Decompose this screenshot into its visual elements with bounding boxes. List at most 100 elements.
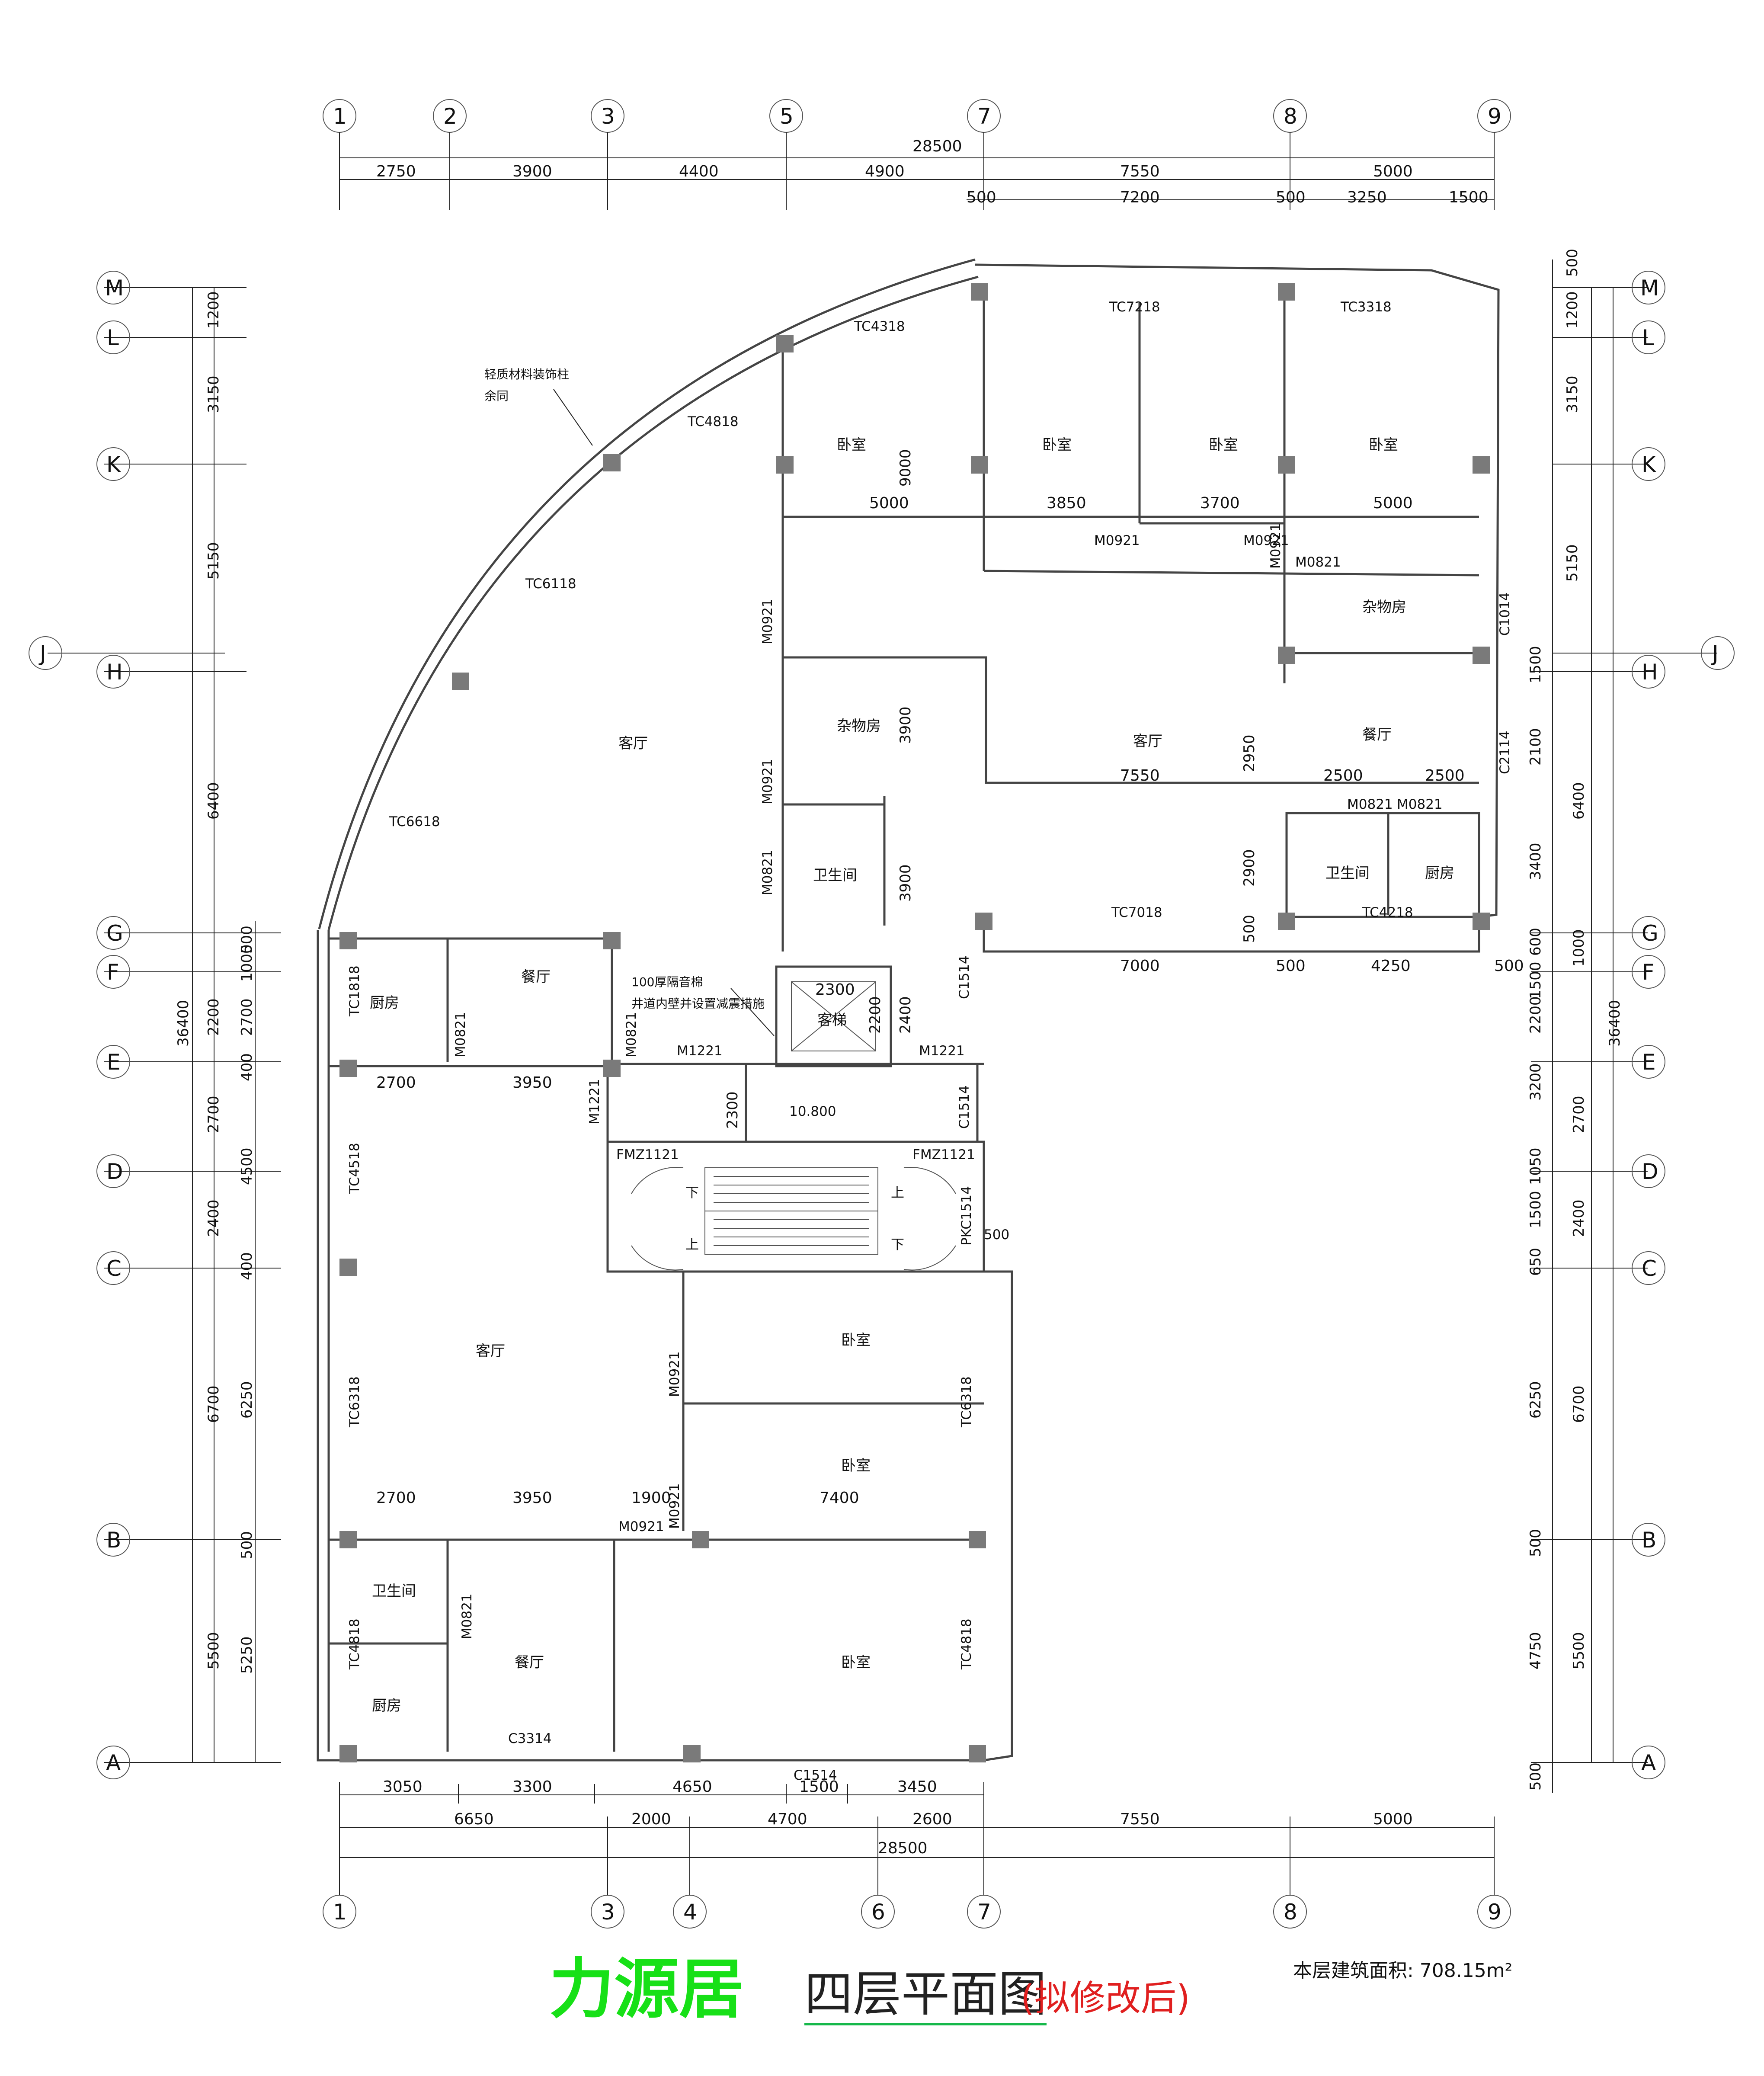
dim-top-r1-4: 7550 xyxy=(1120,163,1160,180)
room-living-northwest: 客厅 xyxy=(618,735,648,752)
dim-right-outer-8: 1500 xyxy=(1527,961,1544,999)
svg-text:3: 3 xyxy=(601,104,615,129)
right-dimensions: M L K J H G F E D C B A 36400 500 1200 3… xyxy=(1527,249,1735,1793)
axis-bubble-top-9: 9 xyxy=(1477,99,1511,147)
floor-area-label: 本层建筑面积: 708.15m² xyxy=(1293,1960,1513,1982)
label-5000-b: 5000 xyxy=(1373,494,1413,512)
label-tc3318: TC3318 xyxy=(1340,299,1392,315)
label-m0921-3: M0921 xyxy=(760,599,775,644)
south-block-outline xyxy=(317,930,1013,1762)
label-tc4818-sw: TC4818 xyxy=(347,1618,362,1670)
svg-text:1: 1 xyxy=(333,104,347,129)
svg-text:D: D xyxy=(106,1159,123,1184)
dim-top-r1-3: 4900 xyxy=(865,163,905,180)
axis-bubble-left-G: G xyxy=(96,916,130,950)
room-bath-northeast: 卫生间 xyxy=(1325,865,1370,882)
curved-facade-outer xyxy=(318,258,976,929)
axis-bubble-right-B: B xyxy=(1632,1523,1665,1557)
dim-top-r2-0: 500 xyxy=(967,189,996,206)
axis-bubble-bot-1: 1 xyxy=(323,1886,356,1929)
label-tc6318-e: TC6318 xyxy=(959,1376,974,1428)
axis-bubble-right-K: K xyxy=(1632,447,1665,481)
label-7550: 7550 xyxy=(1120,767,1160,785)
room-bedroom-n1: 卧室 xyxy=(837,436,866,454)
dim-right-outer-5: 2100 xyxy=(1527,728,1544,766)
dim-left-inner-2: 2700 xyxy=(238,998,256,1036)
dim-top-r1-5: 5000 xyxy=(1373,163,1413,180)
dim-bot-r1-2: 4650 xyxy=(672,1778,712,1796)
label-2500-a: 2500 xyxy=(1323,767,1363,785)
stairs: 下 上 下 上 xyxy=(631,1167,956,1271)
axis-bubble-bot-3: 3 xyxy=(591,1886,624,1929)
revision-note: (拟修改后) xyxy=(1021,1978,1190,2019)
room-kitchen-west: 厨房 xyxy=(370,994,399,1012)
label-c3314: C3314 xyxy=(508,1731,552,1746)
label-3950-a: 3950 xyxy=(512,1074,552,1092)
dim-right-outer-13: 650 xyxy=(1527,1248,1544,1276)
svg-text:A: A xyxy=(106,1750,121,1775)
room-bedroom-s3: 卧室 xyxy=(841,1654,871,1671)
label-7400: 7400 xyxy=(820,1489,859,1507)
label-tc7018: TC7018 xyxy=(1111,905,1162,920)
svg-text:D: D xyxy=(1642,1159,1658,1184)
label-tc4518: TC4518 xyxy=(347,1143,362,1194)
label-c1514-b: C1514 xyxy=(957,1085,972,1129)
label-tc4818-n: TC4818 xyxy=(687,414,739,429)
axis-bubble-left-D: D xyxy=(96,1154,130,1188)
dim-right-inner-5: 5500 xyxy=(1570,1632,1588,1669)
dim-right-inner-3: 2400 xyxy=(1570,1199,1588,1237)
label-tc6118: TC6118 xyxy=(525,576,576,592)
svg-text:H: H xyxy=(1642,660,1658,685)
svg-text:F: F xyxy=(1642,960,1655,985)
dim-left-inner-6: 6250 xyxy=(238,1381,256,1419)
label-3950-b: 3950 xyxy=(512,1489,552,1507)
label-1900: 1900 xyxy=(631,1489,671,1507)
columns xyxy=(339,283,1490,1762)
axis-bubble-left-A: A xyxy=(96,1746,130,1779)
north-wing-outline xyxy=(975,263,1500,953)
room-bedroom-s2: 卧室 xyxy=(841,1457,871,1474)
dim-left-outer-0: 1200 xyxy=(205,291,222,329)
shaft-note-line2: 井道内壁并设置减震措施 xyxy=(631,996,765,1011)
axis-bubble-right-A: A xyxy=(1632,1746,1665,1779)
curved-facade-inner xyxy=(327,276,979,930)
bottom-dimensions: 3050 3300 4650 1500 3450 6650 2000 4700 … xyxy=(339,1778,1495,1886)
room-storage-center: 杂物房 xyxy=(837,718,881,735)
axis-bubble-left-M: M xyxy=(96,271,130,304)
axis-bubble-bot-6: 6 xyxy=(861,1886,895,1929)
label-c1014: C1014 xyxy=(1497,592,1513,636)
dim-right-outer-15: 500 xyxy=(1527,1529,1544,1557)
axis-bubble-right-C: C xyxy=(1632,1251,1665,1285)
column-note-line1: 轻质材料装饰柱 xyxy=(484,367,569,381)
axis-bubble-left-K: K xyxy=(96,447,130,481)
axis-bubble-left-L: L xyxy=(96,320,130,354)
dim-right-inner-4: 6700 xyxy=(1570,1385,1588,1423)
label-fmz1121-b: FMZ1121 xyxy=(912,1147,975,1163)
svg-text:9: 9 xyxy=(1488,104,1501,129)
label-m0921-4: M0921 xyxy=(760,759,775,804)
walls xyxy=(317,258,1500,1762)
label-2300-a: 2300 xyxy=(815,981,855,999)
room-bedroom-n3: 卧室 xyxy=(1209,436,1238,454)
svg-text:M: M xyxy=(105,276,124,301)
label-m0821-3: M0821 xyxy=(1397,797,1443,812)
dim-right-outer-2: 3150 xyxy=(1564,375,1581,413)
label-m1221-b: M1221 xyxy=(919,1043,965,1059)
dim-right-outer-14: 6250 xyxy=(1527,1381,1544,1419)
label-2950: 2950 xyxy=(1241,734,1258,772)
axis-bubble-bot-7: 7 xyxy=(967,1886,1001,1929)
dim-bot-r1-4: 3450 xyxy=(897,1778,937,1796)
column-note-line2: 余同 xyxy=(484,389,509,403)
axis-bubble-left-E: E xyxy=(96,1045,130,1079)
axis-bubble-right-M: M xyxy=(1632,271,1665,304)
label-3850: 3850 xyxy=(1047,494,1086,512)
svg-text:F: F xyxy=(107,960,119,985)
svg-text:2: 2 xyxy=(443,104,457,129)
dim-left-outer-8: 5500 xyxy=(205,1632,222,1669)
dim-left-outer-2: 5150 xyxy=(205,542,222,580)
dim-left-outer-1: 3150 xyxy=(205,375,222,413)
dim-left-outer-3: 6400 xyxy=(205,782,222,820)
stair-up-label-2: 上 xyxy=(685,1237,699,1253)
label-2200: 2200 xyxy=(867,996,884,1034)
